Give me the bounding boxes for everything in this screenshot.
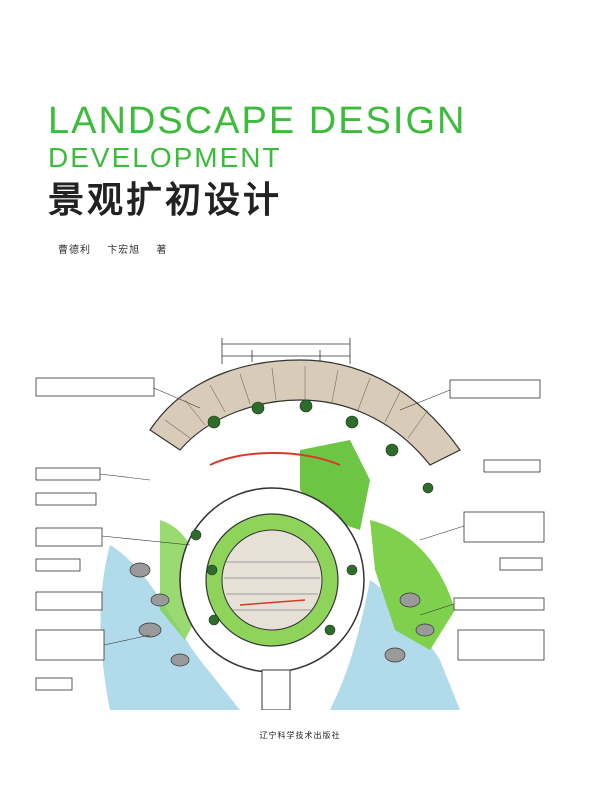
rock-markers bbox=[129, 562, 435, 667]
author-role: 著 bbox=[156, 245, 168, 256]
red-walkway-2 bbox=[239, 599, 306, 606]
dimension-lines bbox=[221, 338, 351, 364]
annotation-boxes-right bbox=[449, 379, 545, 661]
arc-paving-pattern bbox=[164, 366, 429, 439]
lawn-lower-right bbox=[370, 520, 455, 650]
leader-lines bbox=[99, 387, 465, 646]
tree-markers bbox=[190, 399, 434, 636]
author-2: 卞宏旭 bbox=[107, 245, 141, 256]
title-chinese: 景观扩初设计 bbox=[48, 180, 283, 221]
title-english-line2: DEVELOPMENT bbox=[48, 142, 282, 173]
water-area bbox=[100, 545, 240, 710]
landscape-plan-illustration bbox=[35, 338, 545, 710]
authors-line: 曹德利 卞宏旭 著 bbox=[58, 241, 179, 256]
annotation-boxes-left bbox=[35, 377, 155, 691]
inner-paving bbox=[224, 561, 320, 611]
water-area-right bbox=[330, 580, 460, 710]
title-english-line1: LANDSCAPE DESIGN bbox=[48, 100, 467, 142]
author-1: 曹德利 bbox=[58, 245, 91, 256]
arc-plaza bbox=[149, 359, 461, 466]
entrance-path bbox=[261, 669, 291, 710]
red-walkway bbox=[209, 452, 341, 466]
publisher-name: 辽宁科学技术出版社 bbox=[259, 731, 341, 740]
central-plaza-inner bbox=[221, 529, 323, 631]
